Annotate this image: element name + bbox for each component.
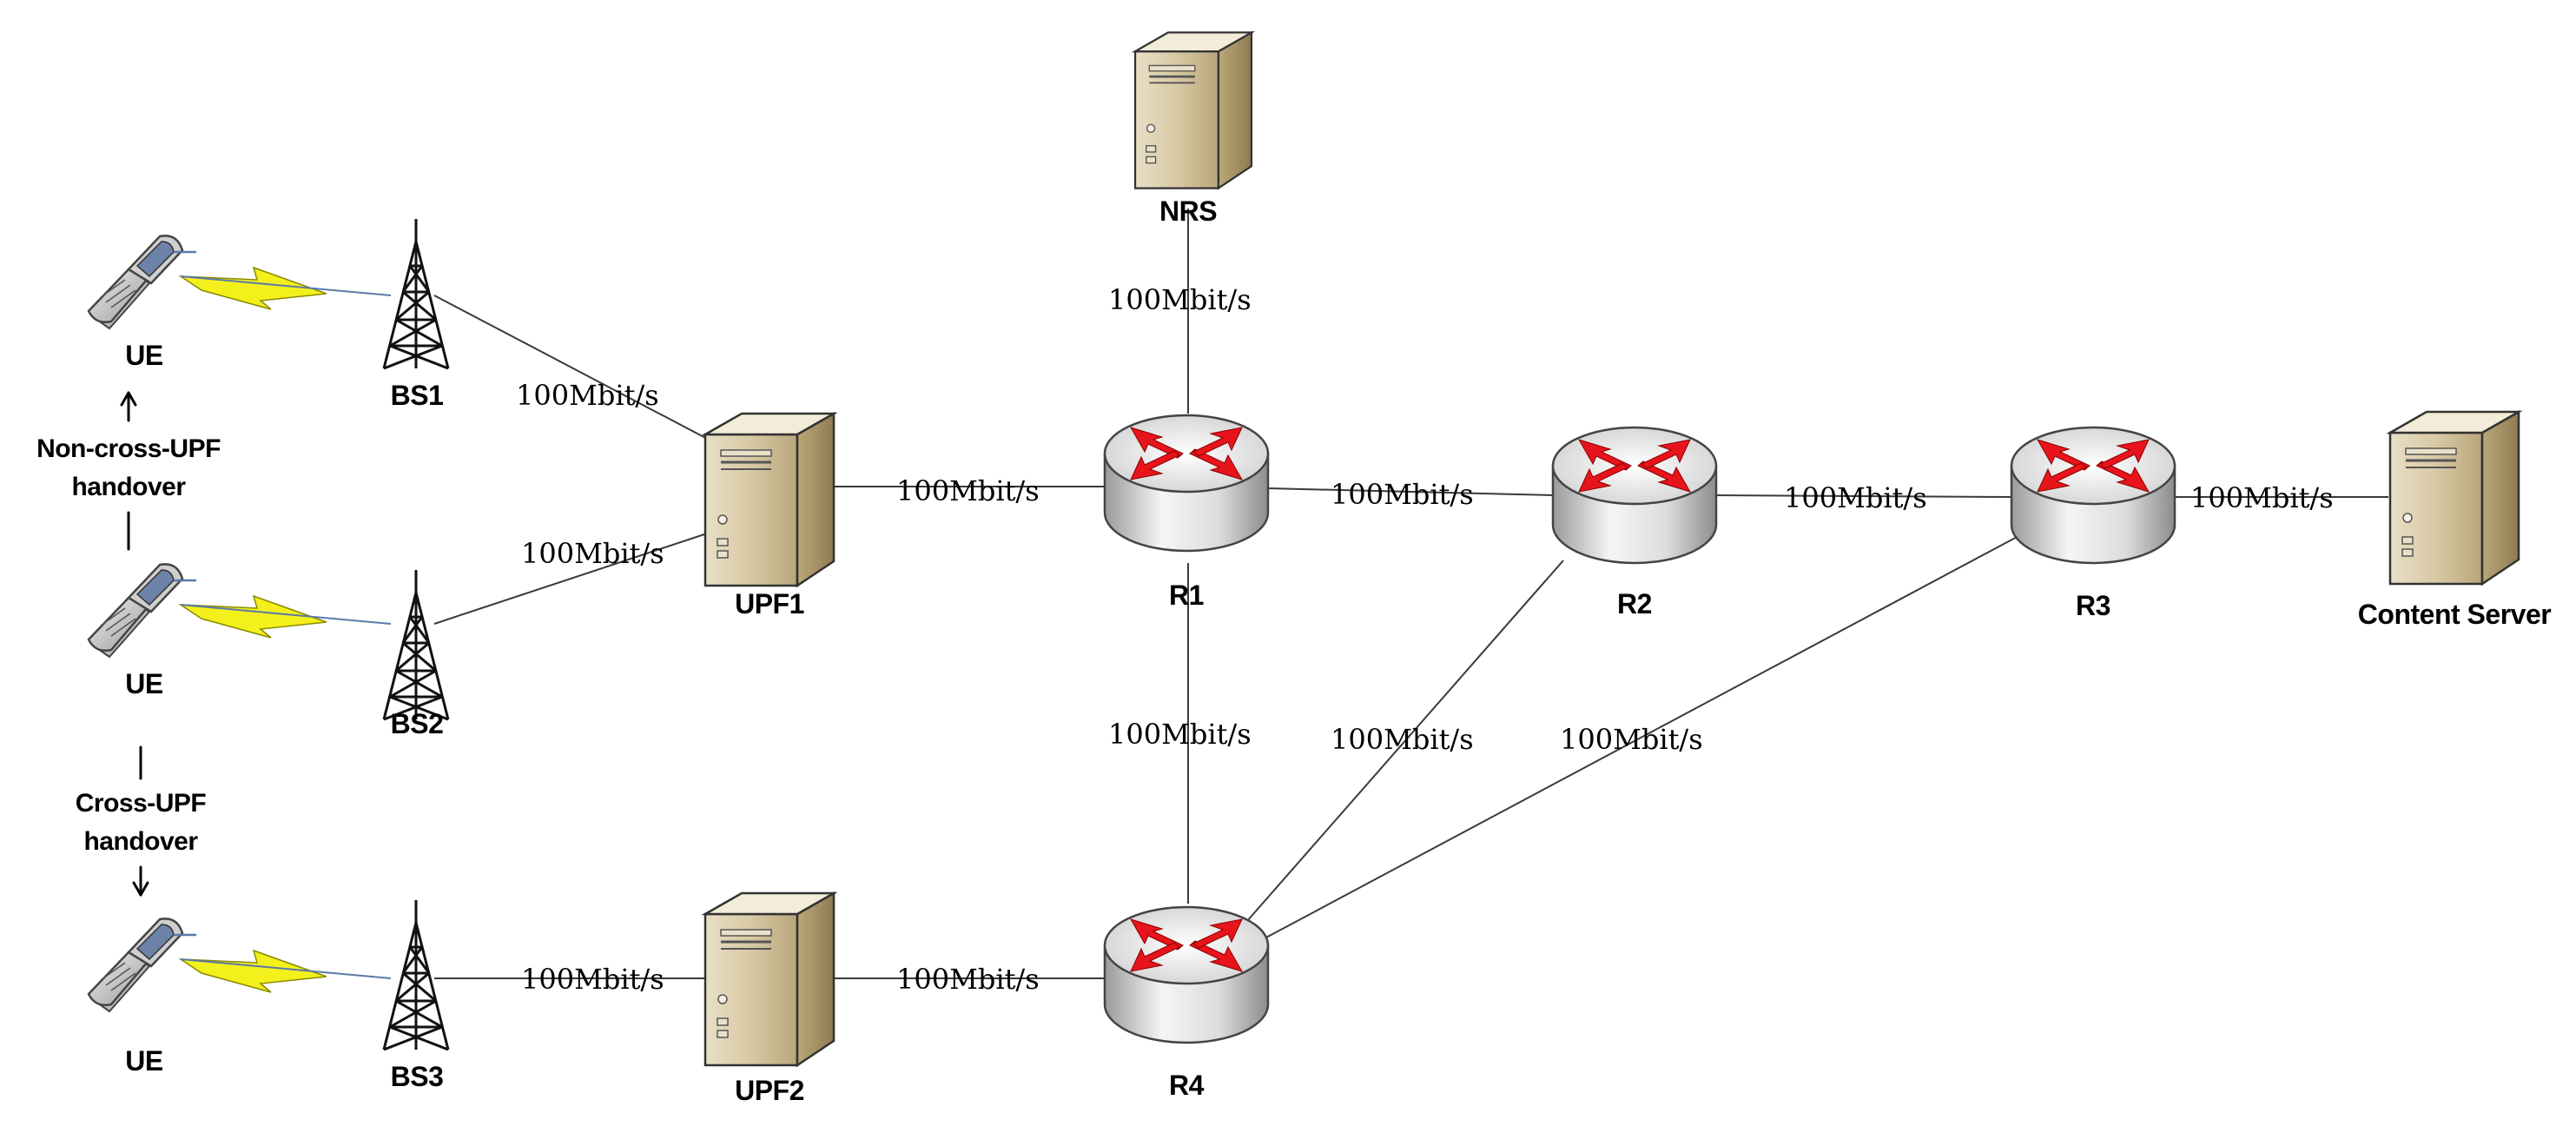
handover-cross-upf: Cross-UPF handover: [76, 745, 207, 897]
server-icon: [1133, 30, 1253, 190]
node-bs1: BS1: [382, 217, 450, 411]
node-r2: R2: [1551, 426, 1718, 620]
link-labels: 100Mbit/s 100Mbit/s 100Mbit/s 100Mbit/s …: [516, 283, 2334, 996]
phone-icon: [87, 918, 198, 1013]
router-icon: [1103, 414, 1270, 553]
node-label-r4: R4: [1169, 1070, 1205, 1101]
link-label-upf1-r1: 100Mbit/s: [896, 474, 1040, 507]
links: [433, 209, 2388, 979]
node-label-bs3: BS3: [391, 1061, 444, 1092]
link-bs1-upf1: [433, 295, 713, 442]
link-label-r2-r4: 100Mbit/s: [1331, 723, 1474, 756]
antenna-tower-icon: [382, 217, 450, 370]
node-r4: R4: [1103, 905, 1270, 1101]
node-ue-1: UE: [87, 235, 198, 371]
link-label-bs3-upf2: 100Mbit/s: [521, 963, 664, 996]
node-label-nrs: NRS: [1159, 195, 1217, 227]
link-r1-r2: [1267, 487, 1556, 496]
node-label-r3: R3: [2076, 590, 2110, 621]
link-label-r1-r4: 100Mbit/s: [1108, 718, 1252, 751]
node-upf2: UPF2: [703, 891, 836, 1106]
router-icon: [2010, 426, 2176, 565]
node-label-upf1: UPF1: [735, 588, 804, 620]
phone-icon: [87, 563, 198, 659]
node-label-upf2: UPF2: [735, 1075, 804, 1106]
node-label-ue-2: UE: [125, 668, 163, 699]
arrowhead-up-icon: [120, 391, 137, 407]
link-label-r3-r4: 100Mbit/s: [1560, 723, 1703, 756]
wireless-link-icon: [178, 266, 392, 310]
arrowhead-down-icon: [132, 881, 149, 897]
wireless-links: [178, 266, 392, 993]
handover-label-line-1: Cross-UPF: [76, 789, 207, 818]
router-icon: [1103, 905, 1270, 1044]
node-label-bs2: BS2: [391, 708, 444, 739]
server-icon: [2388, 410, 2520, 586]
phone-icon: [87, 235, 198, 330]
node-r1: R1: [1103, 414, 1270, 611]
link-r2-r4: [1246, 560, 1564, 922]
link-label-upf2-r4: 100Mbit/s: [896, 963, 1040, 996]
handover-non-cross-upf: Non-cross-UPF handover: [36, 391, 221, 551]
handover-label-line-1: Non-cross-UPF: [36, 434, 221, 463]
link-r2-r3: [1714, 494, 2014, 498]
node-label-bs1: BS1: [391, 380, 444, 411]
node-ue-3: UE: [87, 918, 198, 1077]
link-label-r1-r2: 100Mbit/s: [1331, 478, 1474, 511]
handover-label-line-2: handover: [83, 827, 198, 856]
node-bs2: BS2: [382, 568, 450, 739]
node-upf1: UPF1: [703, 412, 836, 620]
node-nrs: NRS: [1133, 30, 1253, 227]
node-content-server: Content Server: [2358, 410, 2552, 630]
link-bs2-upf1: [433, 531, 713, 625]
node-ue-2: UE: [87, 563, 198, 699]
link-r3-r4: [1264, 534, 2021, 939]
server-icon: [703, 891, 836, 1067]
server-icon: [703, 412, 836, 587]
link-label-nrs-r1: 100Mbit/s: [1108, 283, 1252, 316]
antenna-tower-icon: [382, 898, 450, 1051]
node-r3: R3: [2010, 426, 2176, 621]
wireless-link-icon: [178, 594, 392, 639]
node-label-content-server: Content Server: [2358, 599, 2551, 630]
link-label-bs1-upf1: 100Mbit/s: [516, 379, 659, 412]
link-label-bs2-upf1: 100Mbit/s: [521, 537, 664, 570]
node-label-ue-1: UE: [125, 340, 163, 371]
node-label-ue-3: UE: [125, 1045, 163, 1077]
link-label-r3-content: 100Mbit/s: [2190, 481, 2334, 514]
wireless-link-icon: [178, 949, 392, 993]
node-bs3: BS3: [382, 898, 450, 1092]
node-label-r2: R2: [1617, 588, 1652, 620]
link-label-r2-r3: 100Mbit/s: [1784, 481, 1927, 514]
handover-label-line-2: handover: [71, 473, 186, 501]
router-icon: [1551, 426, 1718, 565]
node-label-r1: R1: [1169, 580, 1204, 611]
antenna-tower-icon: [382, 568, 450, 721]
